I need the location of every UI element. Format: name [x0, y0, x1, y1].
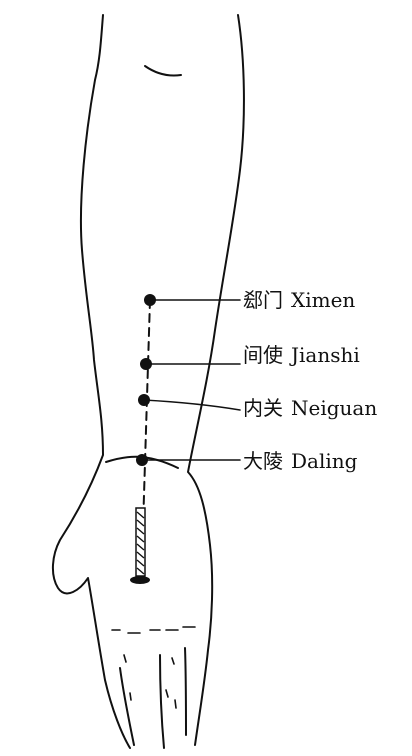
label-daling-chinese: 大陵 — [243, 449, 283, 473]
finger-line-3 — [185, 648, 186, 735]
label-neiguan: 内关 Neiguan — [243, 398, 377, 418]
label-ximen-pinyin: Ximen — [291, 288, 355, 312]
acupoint-daling-dot — [136, 454, 148, 466]
label-jianshi-chinese: 间使 — [243, 343, 283, 367]
label-ximen-chinese: 郄门 — [243, 288, 283, 312]
label-ximen: 郄门 Ximen — [243, 290, 355, 310]
acupoint-ximen-dot — [144, 294, 156, 306]
acupuncture-needle — [130, 508, 150, 584]
elbow-crease — [145, 66, 181, 76]
arm-outline-right — [188, 15, 244, 745]
label-daling: 大陵 Daling — [243, 451, 357, 471]
label-neiguan-chinese: 内关 — [243, 396, 283, 420]
acupoint-jianshi-dot — [140, 358, 152, 370]
acupoint-neiguan-dot — [138, 394, 150, 406]
arm-outline-left — [53, 15, 130, 748]
finger-line-2 — [160, 655, 164, 748]
label-jianshi: 间使 Jianshi — [243, 345, 360, 365]
label-daling-pinyin: Daling — [291, 449, 357, 473]
label-jianshi-pinyin: Jianshi — [291, 343, 360, 367]
leader-line-neiguan — [144, 400, 240, 410]
label-neiguan-pinyin: Neiguan — [291, 396, 377, 420]
